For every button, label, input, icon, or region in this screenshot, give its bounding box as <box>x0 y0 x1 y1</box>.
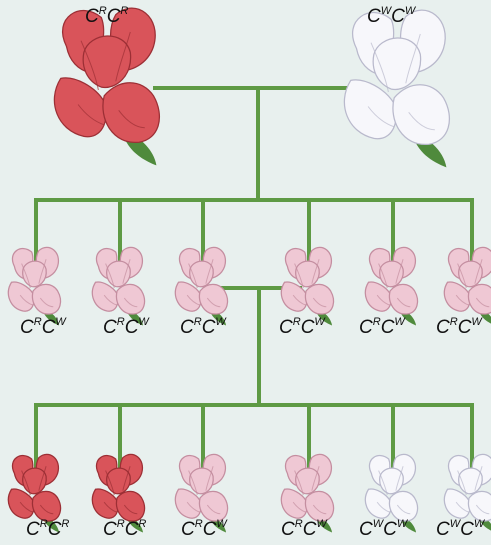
f2-genotype-label: CRCR <box>103 520 146 539</box>
f1-genotype-label: CRCW <box>359 318 405 337</box>
pedigree-lines <box>36 88 472 466</box>
f2-genotype-label: CRCW <box>281 520 327 539</box>
f1-genotype-label: CRCW <box>103 318 149 337</box>
f2-genotype-label: CWCW <box>359 520 407 539</box>
parent-red-flower <box>54 8 159 165</box>
parent-2-genotype-label: CWCW <box>367 6 415 26</box>
parent-1-genotype-label: CRCR <box>85 6 128 26</box>
f2-genotype-label: CRCR <box>26 520 69 539</box>
f1-genotype-label: CRCW <box>436 318 482 337</box>
f2-genotype-label: CRCW <box>181 520 227 539</box>
f1-flower <box>444 247 491 325</box>
parent-white-flower <box>344 10 449 167</box>
f1-genotype-label: CRCW <box>20 318 66 337</box>
f1-genotype-label: CRCW <box>180 318 226 337</box>
f2-genotype-label: CWCW <box>436 520 484 539</box>
f1-genotype-label: CRCW <box>279 318 325 337</box>
